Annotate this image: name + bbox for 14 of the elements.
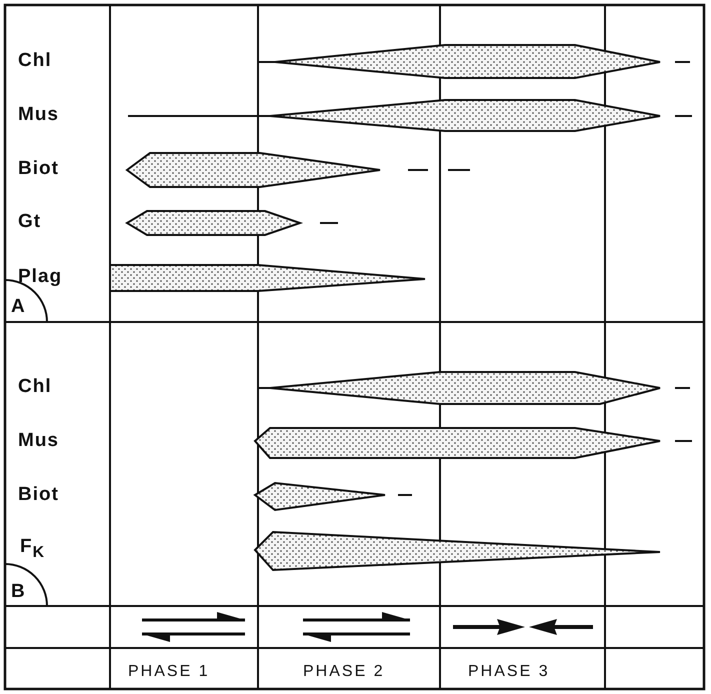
- mineral-label: Gt: [18, 211, 42, 233]
- mineral-label: Biot: [18, 484, 59, 506]
- phase-label: PHASE 3: [468, 663, 550, 681]
- mineral-label: Mus: [18, 104, 59, 126]
- mineral-label: F$_{K}$: [20, 536, 46, 562]
- mineral-label: Chl: [18, 376, 52, 398]
- mineral-label: Biot: [18, 158, 59, 180]
- mineral-label: Chl: [18, 50, 52, 72]
- phase-label: PHASE 2: [303, 663, 385, 681]
- mineral-label: Mus: [18, 430, 59, 452]
- panel-letter: B: [11, 581, 26, 603]
- panel-letter: A: [11, 296, 26, 318]
- phase-label: PHASE 1: [128, 663, 210, 681]
- mineral-label: Plag: [18, 266, 62, 288]
